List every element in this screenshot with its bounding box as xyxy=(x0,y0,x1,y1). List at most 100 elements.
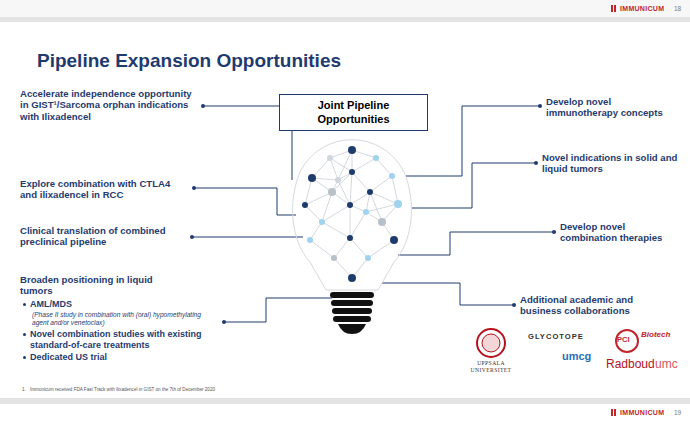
uppsala-seal xyxy=(477,329,505,357)
screw-band xyxy=(332,308,372,314)
next-slide-panel xyxy=(0,404,690,436)
network-line xyxy=(370,192,382,222)
partner-logo: Radboud xyxy=(606,357,655,371)
network-line xyxy=(352,158,376,172)
network-dot xyxy=(319,219,325,225)
pci-logo-ring xyxy=(616,330,638,352)
callout-text: Develop novel combination therapies xyxy=(560,221,682,244)
bulb-outline xyxy=(293,140,412,290)
network-line xyxy=(322,205,350,222)
network-line xyxy=(392,176,398,204)
network-line xyxy=(322,192,332,222)
network-line xyxy=(366,204,398,212)
brand-icon-bar xyxy=(614,409,616,416)
callout-text: Additional academic and business collabo… xyxy=(520,294,676,317)
slide-panel xyxy=(0,22,690,398)
callout-text: Develop novel immunotherapy concepts xyxy=(546,96,682,119)
partner-logo: GLYCOTOPE xyxy=(528,333,584,342)
leader-dot xyxy=(538,104,542,108)
leader-dot xyxy=(201,104,205,108)
bullet-note: (Phase II study in combination with (ora… xyxy=(32,311,218,327)
page-number: 19 xyxy=(674,409,681,417)
slide-title: Pipeline Expansion Opportunities xyxy=(37,50,341,72)
bullet-item: Dedicated US trial xyxy=(30,352,210,363)
network-line xyxy=(368,240,394,258)
partner-logo: umcg xyxy=(562,350,591,363)
leader-line xyxy=(224,298,332,322)
leader-dot xyxy=(552,230,556,234)
network-dot xyxy=(331,255,337,261)
network-line xyxy=(350,212,366,238)
partner-logo: umc xyxy=(655,357,678,371)
network-line xyxy=(350,238,368,258)
network-dot xyxy=(367,189,373,195)
screw-tip xyxy=(338,324,366,334)
network-line xyxy=(366,192,370,212)
network-dot xyxy=(394,200,402,208)
network-line xyxy=(310,240,334,258)
leader-line xyxy=(382,283,514,305)
brand-icon-bar xyxy=(611,5,613,12)
network-line xyxy=(305,178,312,205)
network-dot xyxy=(363,209,369,215)
network-line xyxy=(376,158,392,176)
partner-logo: PCI xyxy=(617,336,630,345)
network-line xyxy=(310,222,322,240)
callout-text: Clinical translation of combined preclin… xyxy=(20,225,188,248)
previous-slide-strip xyxy=(0,0,690,17)
leader-dot xyxy=(190,235,194,239)
leader-dot xyxy=(222,320,226,324)
network-line xyxy=(352,172,370,192)
leader-dot xyxy=(534,161,538,165)
brand-icon xyxy=(611,5,616,416)
leader-dot xyxy=(192,186,196,190)
network-dot xyxy=(347,235,353,241)
network-line xyxy=(322,222,350,238)
brand-icon-bar xyxy=(611,409,613,416)
callout-heading: Broaden positioning in liquid tumors xyxy=(20,274,170,297)
bullet-item: AML/MDS xyxy=(30,299,210,310)
bullet-item: Novel combination studies with existing … xyxy=(30,329,210,350)
network-dot xyxy=(348,146,356,154)
page-number: 18 xyxy=(674,5,681,13)
leader-dot xyxy=(512,303,516,307)
network-line xyxy=(370,176,392,192)
network-dot xyxy=(365,255,371,261)
network-line xyxy=(350,192,370,205)
network-line xyxy=(350,172,352,205)
network-dot xyxy=(378,218,386,226)
network-line xyxy=(338,180,350,205)
seal-inner xyxy=(482,334,500,352)
partner-logo: UPPSALA UNIVERSITET xyxy=(466,360,516,373)
network-line xyxy=(330,158,338,180)
network-line xyxy=(334,238,350,258)
callout-text: Accelerate independence opportunity in G… xyxy=(20,88,198,122)
network-line xyxy=(350,205,351,238)
network-dot xyxy=(347,202,353,208)
leader-line xyxy=(192,237,303,238)
network-dot xyxy=(348,274,356,282)
network-dot xyxy=(390,236,398,244)
network-dot xyxy=(302,202,308,208)
network-dot xyxy=(349,169,355,175)
leader-line xyxy=(412,163,536,208)
screw-band xyxy=(331,300,373,306)
title-box: Joint Pipeline Opportunities xyxy=(279,94,428,131)
brand-name: IMMUNICUM xyxy=(620,5,664,13)
network-line xyxy=(305,205,322,222)
callout-text: Explore combination with CTLA4 and ilixa… xyxy=(20,178,190,201)
footnote-text: Immunicum received FDA Fast Track with i… xyxy=(30,387,215,392)
network-line xyxy=(330,158,352,172)
bulb-network xyxy=(302,146,402,282)
seal-ring xyxy=(477,329,505,357)
brand-icon-bar xyxy=(614,5,616,12)
network-dot xyxy=(373,155,379,161)
box-text: Joint Pipeline Opportunities xyxy=(288,99,419,125)
leader-dots xyxy=(190,104,556,324)
screw-band xyxy=(330,292,374,298)
leader-line xyxy=(398,232,554,255)
network-line xyxy=(334,258,352,278)
network-line xyxy=(312,158,330,178)
network-dot xyxy=(327,155,333,161)
